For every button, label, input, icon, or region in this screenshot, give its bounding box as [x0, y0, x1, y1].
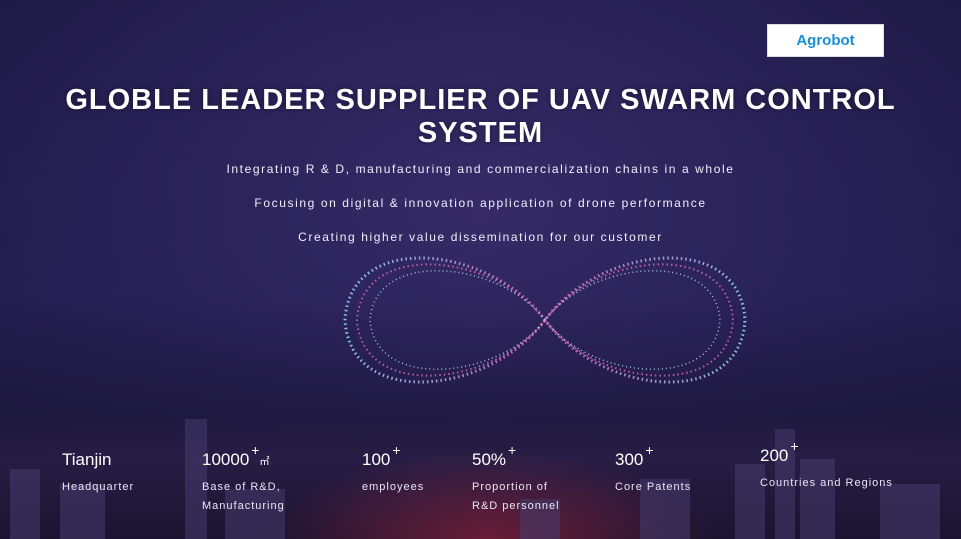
stat-value: 300 — [615, 450, 644, 469]
stat-value: 50% — [472, 450, 507, 469]
page-headline: GLOBLE LEADER SUPPLIER OF UAV SWARM CONT… — [65, 84, 896, 149]
stat-value: 100 — [362, 450, 391, 469]
stat-plus: + — [645, 442, 654, 458]
tagline-1: Integrating R & D, manufacturing and com… — [226, 162, 735, 176]
city-skyline — [0, 414, 961, 539]
stat-plus: + — [392, 442, 401, 458]
stat-base-area: 10000+㎡ Base of R&D, Manufacturing — [202, 442, 285, 516]
agrobot-logo-button[interactable]: Agrobot — [767, 24, 884, 57]
stat-headquarter: Tianjin Headquarter — [62, 450, 134, 497]
stat-label-line2: Manufacturing — [202, 500, 285, 512]
stat-label: Core Patents — [615, 481, 692, 493]
stat-employees: 100+ employees — [362, 442, 425, 497]
stat-value: 200 — [760, 446, 789, 465]
stat-label: Base of R&D, — [202, 481, 281, 493]
drone-swarm-infinity-image — [343, 256, 747, 384]
stat-value: 10000 — [202, 450, 250, 469]
stat-countries: 200+ Countries and Regions — [760, 438, 893, 493]
tagline-2: Focusing on digital & innovation applica… — [254, 196, 707, 210]
tagline-3: Creating higher value dissemination for … — [298, 230, 663, 244]
stat-unit: ㎡ — [259, 457, 270, 468]
stat-patents: 300+ Core Patents — [615, 442, 692, 497]
stat-label: Countries and Regions — [760, 477, 893, 489]
stat-label: employees — [362, 481, 425, 493]
stat-label: Proportion of — [472, 481, 548, 493]
stat-plus: + — [508, 442, 517, 458]
stat-value: Tianjin — [62, 450, 112, 469]
stat-rd-proportion: 50%+ Proportion of R&D personnel — [472, 442, 560, 516]
stat-plus: + — [251, 442, 260, 458]
stat-plus: + — [790, 438, 799, 454]
stat-label: Headquarter — [62, 481, 135, 493]
stat-label-line2: R&D personnel — [472, 500, 560, 512]
